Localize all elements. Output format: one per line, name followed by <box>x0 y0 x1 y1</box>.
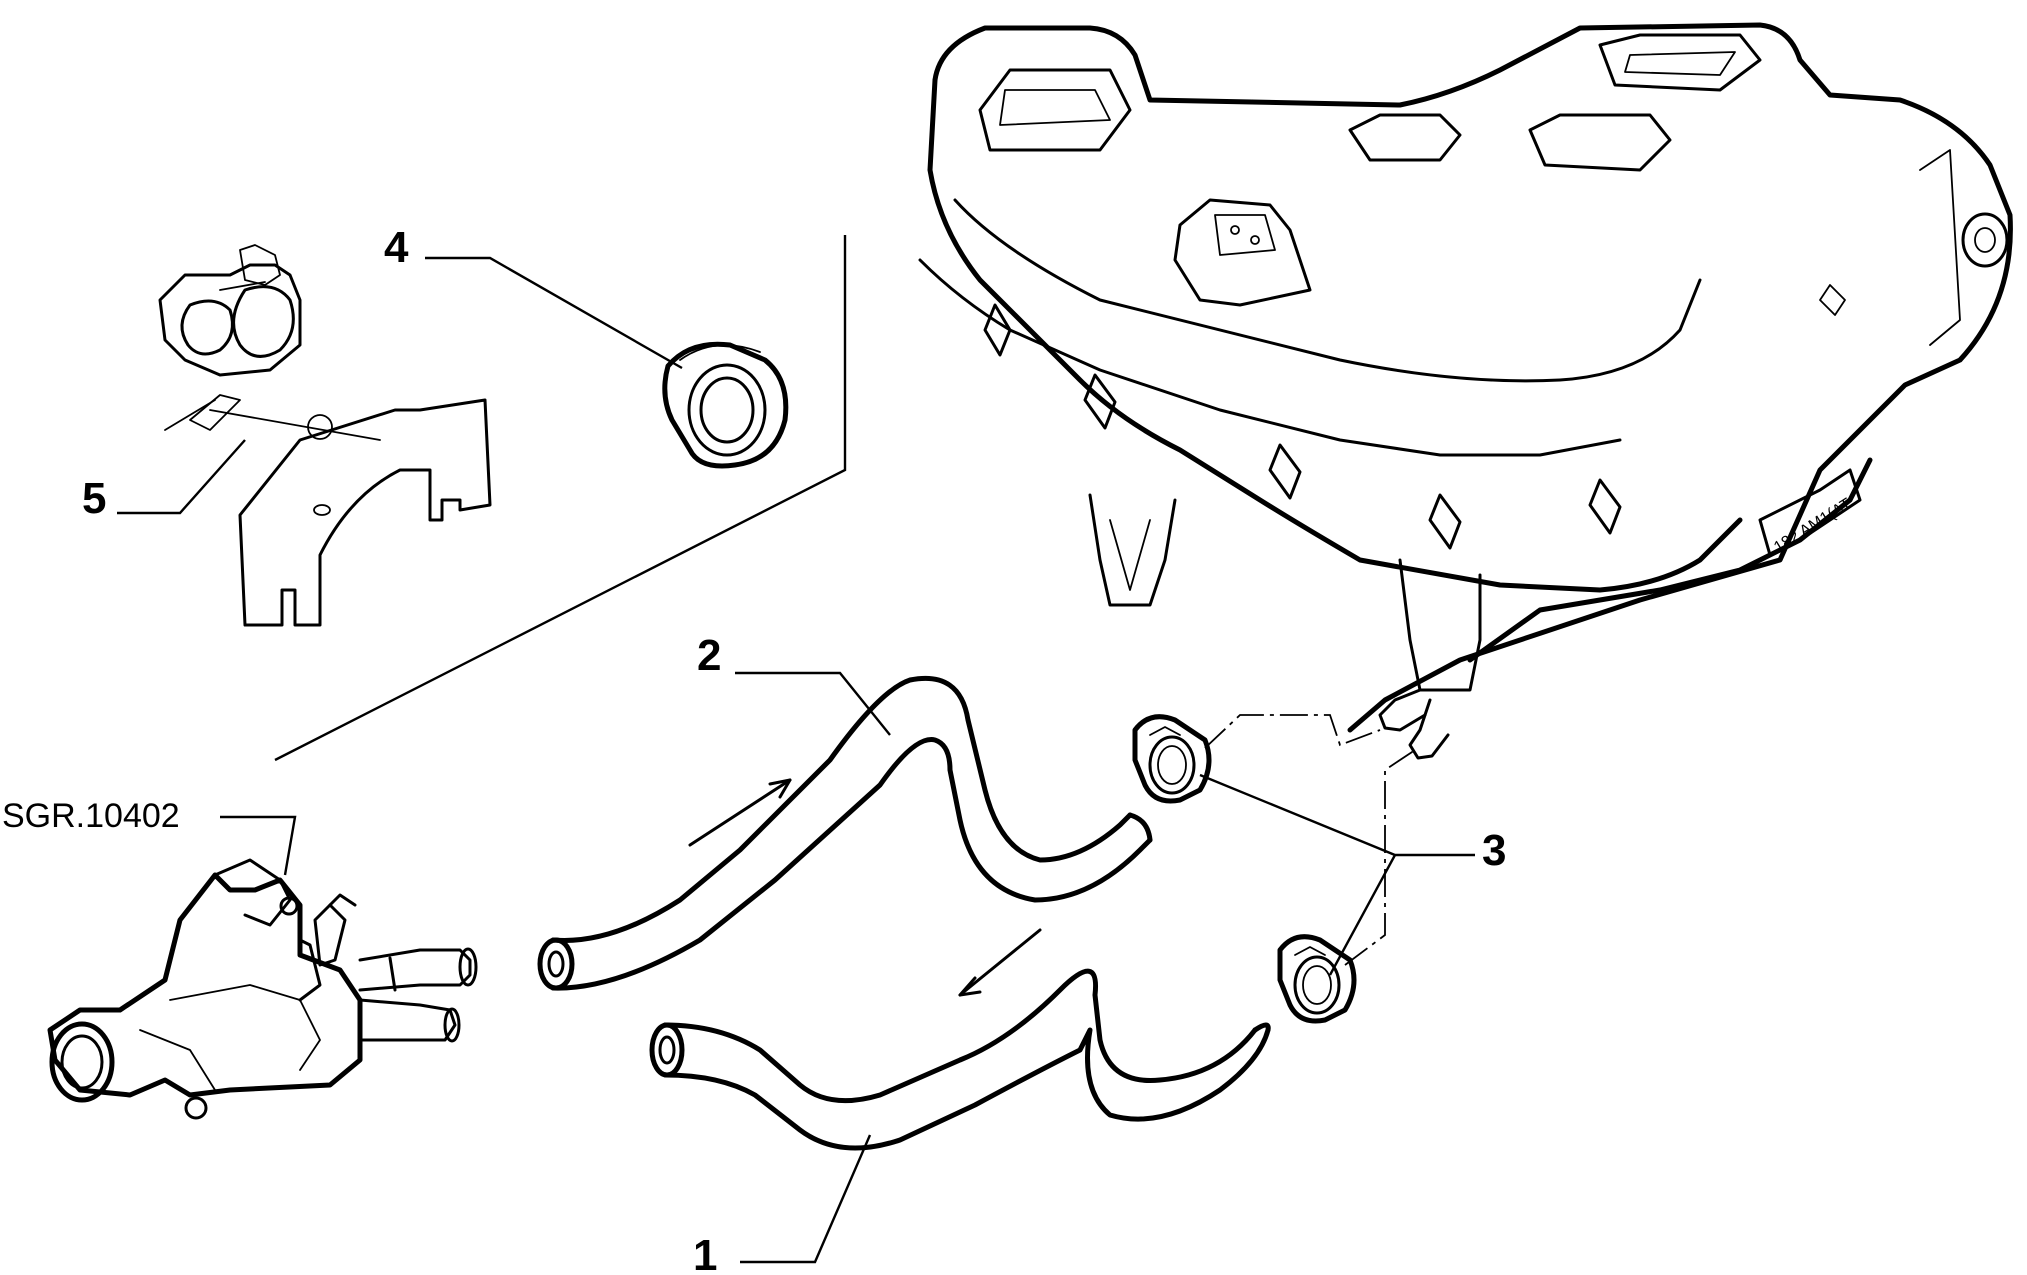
bracket-part-5 <box>158 244 492 627</box>
clamp-lower <box>1277 934 1357 1024</box>
callout-1: 1 <box>693 1231 717 1275</box>
heater-stamp: 182 AM1(AT <box>1771 495 1855 556</box>
hose-part-1 <box>649 928 1271 1151</box>
callout-4: 4 <box>384 223 409 272</box>
leader-1 <box>740 1134 872 1264</box>
leader-5 <box>117 439 246 515</box>
callout-5: 5 <box>82 474 106 523</box>
fitting-line-upper <box>1204 714 1381 749</box>
hose-part-2 <box>537 675 1153 991</box>
leader-3a <box>1199 773 1475 857</box>
leader-4 <box>425 256 683 370</box>
leader-3b <box>1328 854 1397 976</box>
fitting-line-lower <box>1344 749 1416 966</box>
callout-3: 3 <box>1482 826 1506 875</box>
clamp-upper <box>1132 714 1212 804</box>
leader-ref <box>220 815 297 876</box>
callout-2: 2 <box>697 631 721 680</box>
thermostat-housing <box>47 858 478 1120</box>
inset-separator <box>274 235 847 762</box>
heater-unit: 182 AM1(AT <box>918 22 2013 760</box>
thermostat-reference: SGR.10402 <box>2 797 180 835</box>
mounting-tabs <box>983 303 1622 550</box>
leader-2 <box>735 671 891 736</box>
grommet-part-4 <box>662 341 789 469</box>
